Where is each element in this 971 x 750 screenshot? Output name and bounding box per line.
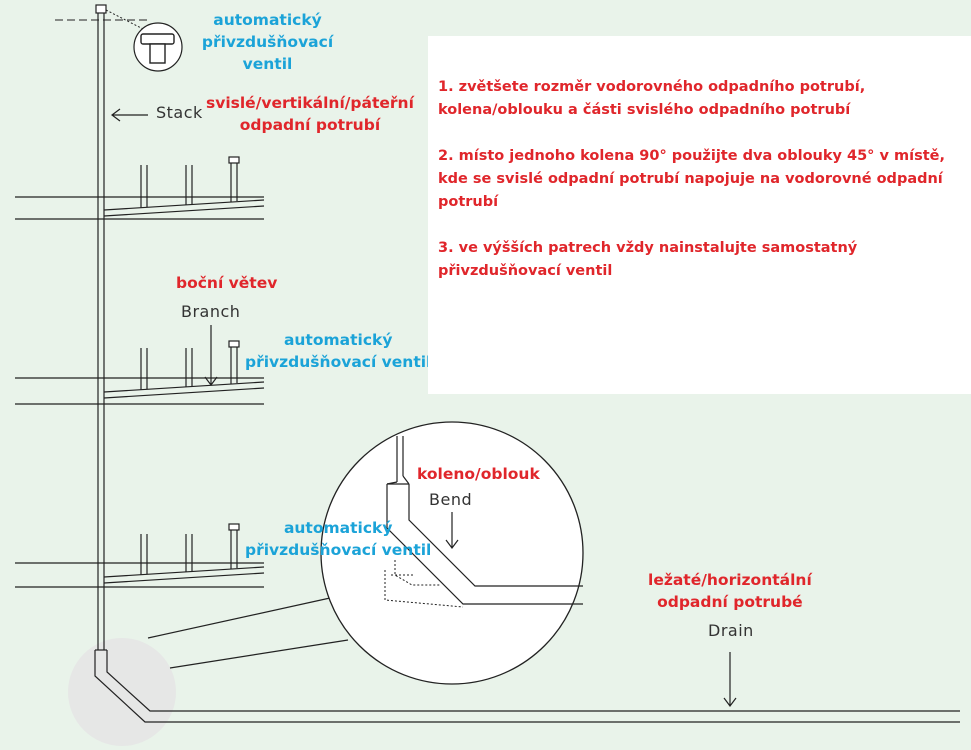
- stack-vent-cap: [95, 4, 107, 14]
- magnified-bend-detail: [320, 421, 584, 685]
- vent-label-top-line2: přivzdušňovací: [201, 33, 334, 51]
- bend-label-en: Bend: [429, 490, 473, 509]
- stack-label-cz-line1: svislé/vertikální/páteřní: [206, 94, 414, 112]
- vent-label-mid-line1: automatický: [283, 331, 393, 349]
- vent-label-low-line1: automatický: [283, 519, 393, 537]
- annotation-arrows: [111, 108, 737, 707]
- vent-label-top-line1: automatický: [213, 11, 322, 29]
- branch-label-cz: boční větev: [176, 274, 278, 292]
- vent-label-mid-line2: přivzdušňovací ventil: [245, 353, 432, 371]
- vent-label-low-line2: přivzdušňovací ventil: [245, 541, 432, 559]
- stack-label-cz: svislé/vertikální/páteřní odpadní potrub…: [206, 92, 414, 136]
- floor-slabs: [15, 196, 264, 588]
- vent-label-mid: automatický přivzdušňovací ventil: [245, 329, 431, 373]
- branch-pipe-3: [103, 523, 265, 584]
- stack-label-en: Stack: [156, 103, 203, 122]
- branch-label-en: Branch: [181, 302, 241, 321]
- bend-label-cz: koleno/oblouk: [417, 465, 540, 483]
- branch-pipe-1: [103, 156, 265, 217]
- note-2: 2. místo jednoho kolena 90° použijte dva…: [438, 148, 945, 210]
- vent-label-top: automatický přivzdušňovací ventil: [200, 9, 335, 75]
- drain-label-en: Drain: [708, 621, 754, 640]
- drain-label-cz-line1: ležaté/horizontální: [648, 571, 812, 589]
- stack-pipe: [94, 13, 960, 723]
- magnifier-line-upper: [147, 597, 331, 639]
- vent-label-top-line3: ventil: [242, 55, 293, 73]
- drain-label-cz: ležaté/horizontální odpadní potrubé: [648, 569, 812, 613]
- bend-highlight-circle: [68, 638, 176, 746]
- vent-label-low: automatický přivzdušňovací ventil: [245, 517, 431, 561]
- vent-leader: [105, 9, 146, 31]
- stack-label-cz-line2: odpadní potrubí: [239, 116, 381, 134]
- drain-label-cz-line2: odpadní potrubé: [657, 593, 803, 611]
- magnifier-line-lower: [169, 639, 349, 669]
- branch-pipe-2: [103, 340, 265, 399]
- note-1: 1. zvětšete rozměr vodorovného odpadního…: [438, 79, 866, 118]
- notes-box: 1. zvětšete rozměr vodorovného odpadního…: [428, 36, 971, 394]
- note-3: 3. ve výšších patrech vždy nainstalujte …: [438, 240, 858, 279]
- air-admittance-valve-detail: [133, 22, 183, 72]
